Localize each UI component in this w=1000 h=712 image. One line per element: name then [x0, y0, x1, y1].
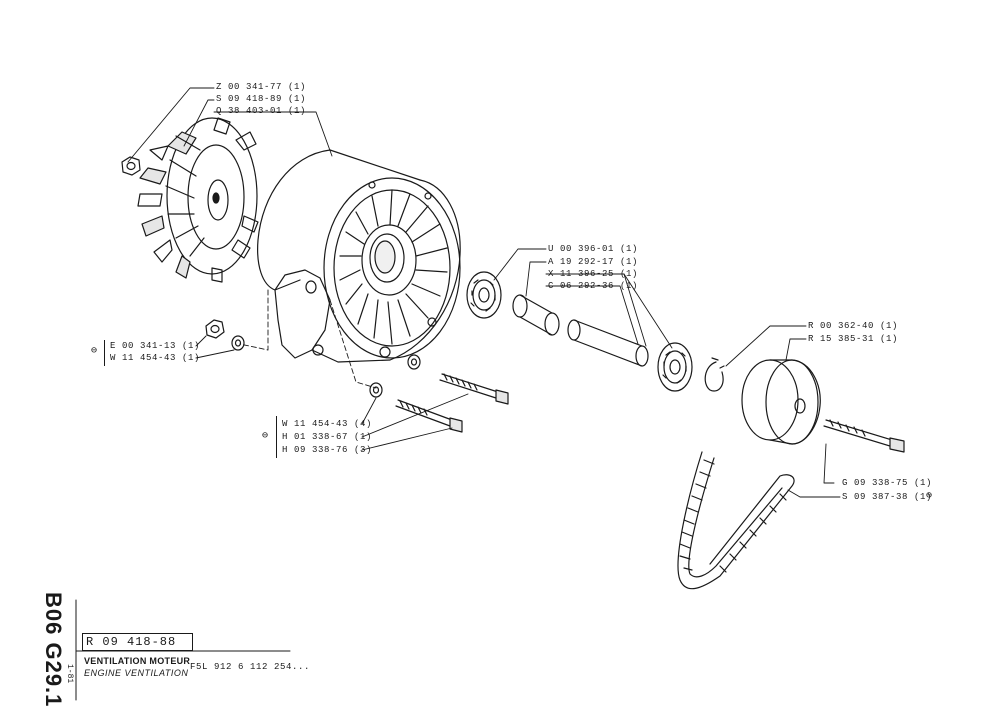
callout-v-belt: S 09 387-38 (1) [842, 492, 933, 502]
assembly-mark-icon: ⊖ [91, 346, 98, 357]
date-code: 1-81 [65, 664, 74, 684]
callout-pulley-bolt: G 09 338-75 (1) [842, 478, 933, 488]
callout-shaft: C 06 292-36 (1) [548, 281, 639, 291]
pulley-part [741, 359, 821, 445]
fan-wheel-part [137, 117, 259, 283]
callout-circlip: R 00 362-40 (1) [808, 321, 899, 331]
v-belt-part [677, 451, 795, 590]
callout-housing-bolts: H 09 338-76 (3) [282, 445, 373, 455]
callout-left-nut: E 00 341-13 (1) [110, 341, 201, 351]
callout-fan-housing: Q 38 403-01 (1) [216, 106, 307, 116]
left-nut-washer-part [205, 319, 245, 351]
shaft-part [567, 319, 649, 367]
housing-bolts-part [395, 373, 509, 433]
title-french: VENTILATION MOTEUR [84, 656, 191, 666]
bracket-left [104, 340, 105, 366]
callout-pulley: R 15 385-31 (1) [808, 334, 899, 344]
callout-housing-washers: W 11 454-43 (4) [282, 419, 373, 429]
callout-bearing-a: U 00 396-01 (1) [548, 244, 639, 254]
circlip-part [704, 357, 725, 392]
fan-housing-part [257, 149, 461, 363]
callout-left-washer: W 11 454-43 (1) [110, 353, 201, 363]
leader-lines [127, 87, 841, 498]
assembly-mark-icon: ⊖ [926, 491, 933, 502]
housing-washers-part [369, 354, 421, 398]
engine-model: F5L 912 6 112 254... [190, 662, 311, 672]
callout-housing-bolt-long: H 01 338-67 (1) [282, 432, 373, 442]
page-code: B06 G29.1 [41, 592, 66, 708]
assembly-mark-icon: ⊖ [262, 431, 269, 442]
bearing-a-part [466, 271, 502, 319]
bearing-b-part [657, 342, 693, 392]
pulley-bolt-part [823, 419, 905, 453]
bracket-housing [276, 416, 277, 458]
title-english: ENGINE VENTILATION [84, 668, 189, 678]
reference-number: R 09 418-88 [82, 633, 193, 651]
fan-nut-part [121, 156, 141, 176]
callout-spacer-sleeve: A 19 292-17 (1) [548, 257, 639, 267]
callout-fan-wheel: S 09 418-89 (1) [216, 94, 307, 104]
callout-bearing-b: X 11 396-25 (1) [548, 269, 639, 279]
spacer-sleeve-part [512, 294, 560, 336]
title-block-rules [75, 599, 291, 701]
callout-fan-nut: Z 00 341-77 (1) [216, 82, 307, 92]
